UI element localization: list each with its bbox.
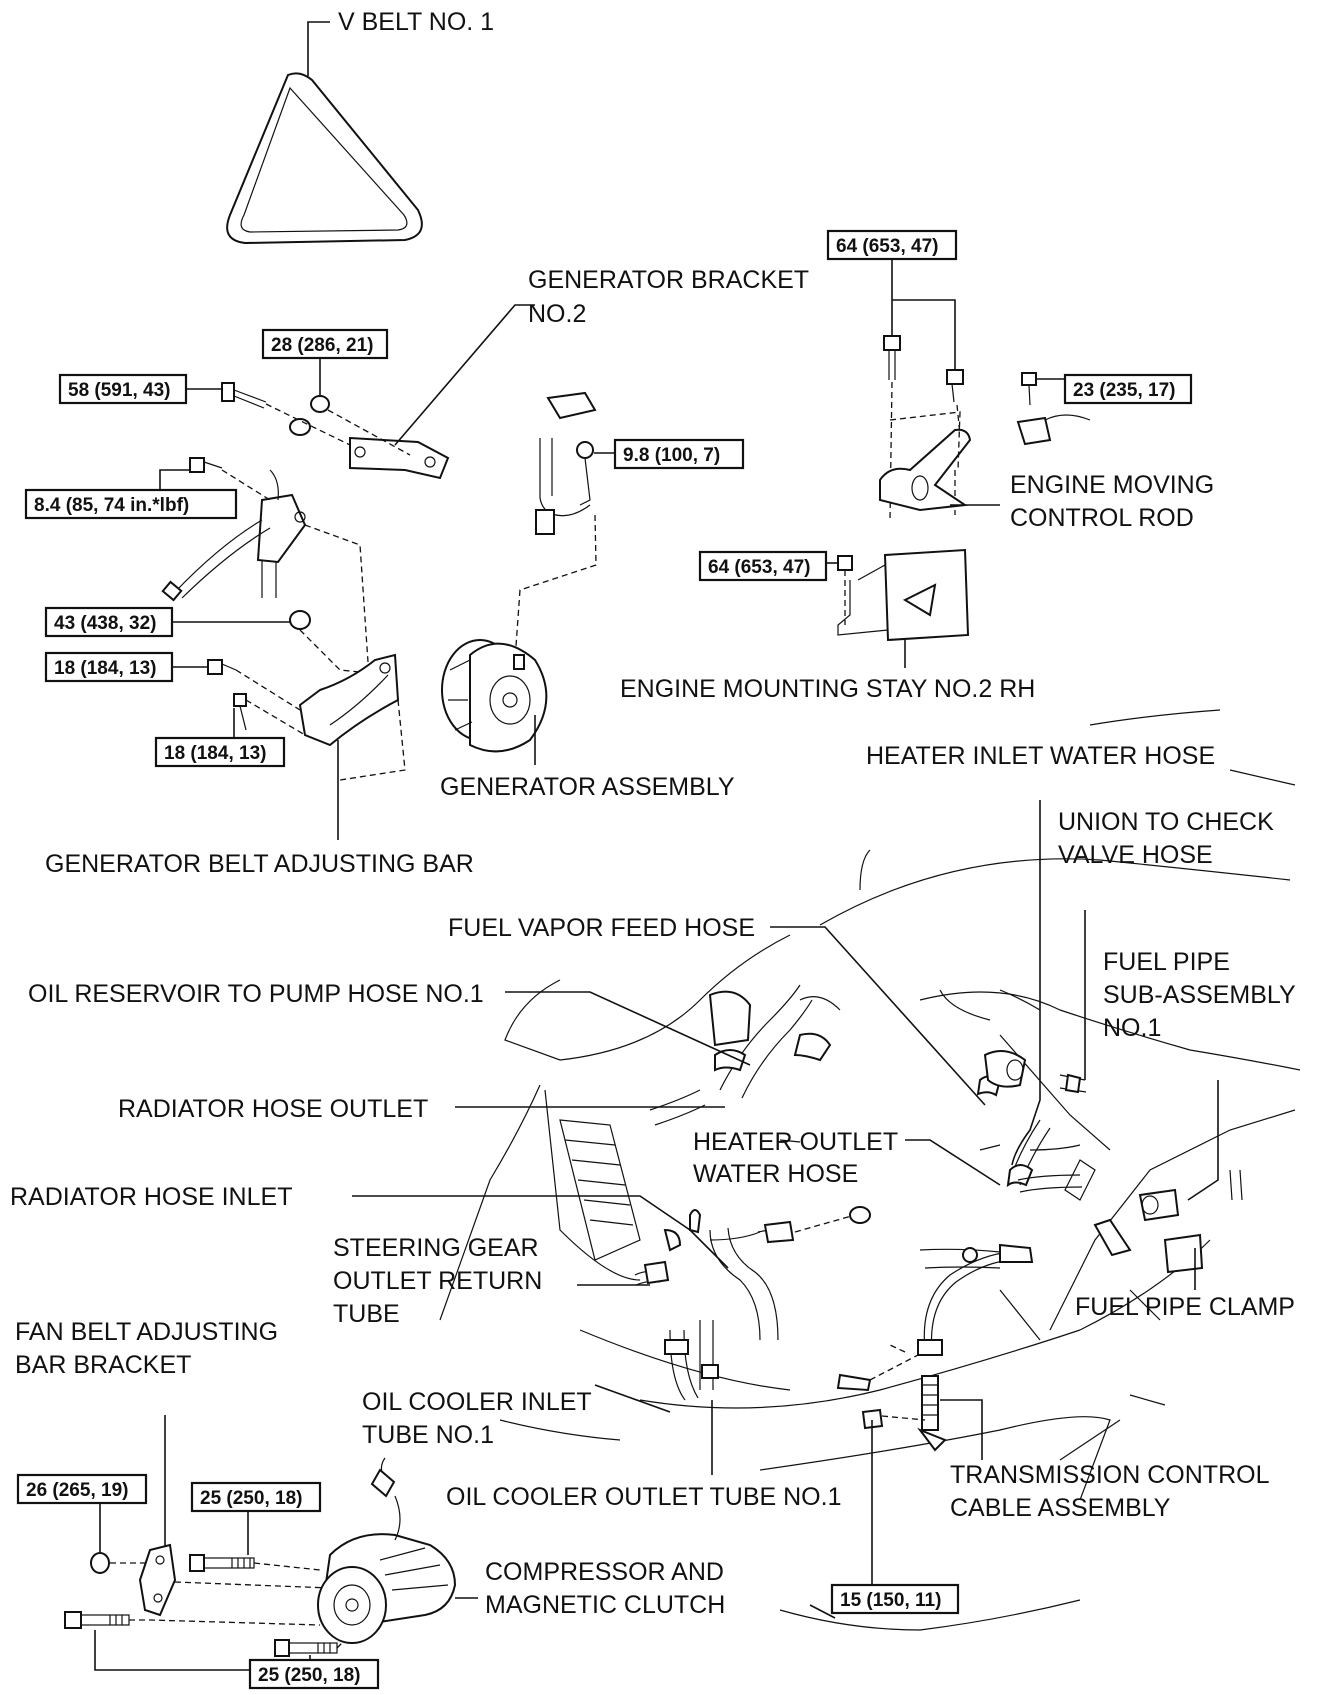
oil-reservoir-label: OIL RESERVOIR TO PUMP HOSE NO.1 — [28, 980, 484, 1008]
fan-bracket-part — [138, 1543, 177, 1617]
heater-outlet-label-line1: HEATER OUTLET — [693, 1128, 898, 1156]
generator-bracket-part — [349, 436, 450, 480]
trans-cable-label-line2: CABLE ASSEMBLY — [950, 1494, 1171, 1522]
steering-label-line3: TUBE — [333, 1300, 400, 1328]
generator-wiring-part — [535, 391, 597, 535]
steering-label-line1: STEERING GEAR — [333, 1234, 539, 1262]
fuel-pipe-label-line1: FUEL PIPE — [1103, 948, 1230, 976]
torque-box-18b — [154, 736, 286, 768]
torque-box-25b — [248, 1658, 380, 1690]
fuel-pipe-label-line2: SUB-ASSEMBLY — [1103, 981, 1296, 1009]
trans-cable-label-line1: TRANSMISSION CONTROL — [950, 1461, 1270, 1489]
union-check-label-line1: UNION TO CHECK — [1058, 808, 1274, 836]
torque-box-8-4 — [24, 488, 238, 520]
engine-stay-label: ENGINE MOUNTING STAY NO.2 RH — [620, 675, 1035, 703]
torque-box-18a — [44, 651, 174, 683]
bolt-23-part — [1016, 372, 1091, 446]
torque-8-4: 8.4 (85, 74 in.*lbf) — [34, 495, 189, 516]
bolt-25a-part — [189, 1554, 255, 1572]
compressor-part — [317, 1457, 457, 1644]
torque-box-25a — [190, 1481, 322, 1513]
fan-bracket-label-line1: FAN BELT ADJUSTING — [15, 1318, 278, 1346]
engine-control-rod-part — [879, 411, 972, 512]
bracket-dashes — [265, 403, 411, 456]
adjusting-bracket-part — [161, 469, 307, 602]
engine-rod-label-line2: CONTROL ROD — [1010, 504, 1194, 532]
torque-box-43 — [44, 606, 174, 638]
fuel-vapor-label: FUEL VAPOR FEED HOSE — [448, 914, 755, 942]
generator-bracket-label-line1: GENERATOR BRACKET — [528, 266, 809, 294]
oil-cooler-inlet-label-line2: TUBE NO.1 — [362, 1421, 494, 1449]
engine-rod-label-line1: ENGINE MOVING — [1010, 471, 1214, 499]
torque-box-28 — [261, 328, 389, 360]
belt-adjusting-bar-part — [298, 653, 400, 747]
bolt-18a-part — [207, 659, 237, 675]
v-belt-leader — [307, 21, 330, 76]
generator-belt-bar-label: GENERATOR BELT ADJUSTING BAR — [45, 850, 474, 878]
bolt-64a-part — [883, 335, 964, 403]
heater-outlet-label-line2: WATER HOSE — [693, 1160, 858, 1188]
torque-28: 28 (286, 21) — [271, 335, 373, 356]
generator-assembly-label: GENERATOR ASSEMBLY — [440, 773, 735, 801]
bolt-long-part — [64, 1611, 130, 1629]
fan-bracket-label-line2: BAR BRACKET — [15, 1351, 191, 1379]
radiator-outlet-label: RADIATOR HOSE OUTLET — [118, 1095, 428, 1123]
bolt-18b-part — [233, 693, 247, 731]
radiator-inlet-label: RADIATOR HOSE INLET — [10, 1183, 292, 1211]
fuel-clamp-label: FUEL PIPE CLAMP — [1075, 1293, 1295, 1321]
steering-label-line2: OUTLET RETURN — [333, 1267, 542, 1295]
torque-box-9-8 — [613, 438, 745, 470]
engine-bay-hoses — [634, 984, 1096, 1401]
torque-64a: 64 (653, 47) — [836, 236, 938, 257]
bolt-8-4-part — [189, 457, 223, 473]
bolt-58-part — [221, 382, 267, 409]
wiring-dashes — [514, 514, 597, 661]
torque-18a: 18 (184, 13) — [54, 658, 156, 679]
v-belt-label: V BELT NO. 1 — [338, 8, 494, 36]
transmission-cable-part — [836, 1243, 1034, 1452]
torque-box-15 — [830, 1583, 960, 1615]
torque-18b: 18 (184, 13) — [164, 743, 266, 764]
bar-dashes — [221, 469, 369, 663]
torque-box-64a — [826, 229, 958, 261]
heater-inlet-label: HEATER INLET WATER HOSE — [866, 742, 1215, 770]
washer-part — [289, 418, 311, 436]
engine-bay-leaders — [352, 800, 1219, 1619]
torque-25b: 25 (250, 18) — [258, 1665, 360, 1686]
torque-43: 43 (438, 32) — [54, 613, 156, 634]
torque-58: 58 (591, 43) — [68, 380, 170, 401]
v-belt-part — [226, 72, 423, 245]
generator-bracket-label-line2: NO.2 — [528, 300, 586, 328]
adj-bar-dashes — [235, 669, 406, 781]
generator-bracket-leader — [394, 304, 535, 446]
engine-stay-part — [837, 548, 970, 642]
oil-cooler-outlet-label: OIL COOLER OUTLET TUBE NO.1 — [446, 1483, 841, 1511]
torque-25a: 25 (250, 18) — [200, 1488, 302, 1509]
torque-box-64b — [698, 550, 828, 582]
torque-64a-leader — [891, 259, 956, 370]
torque-9-8: 9.8 (100, 7) — [623, 445, 720, 466]
compressor-label-line2: MAGNETIC CLUTCH — [485, 1591, 725, 1619]
oil-cooler-inlet-label-line1: OIL COOLER INLET — [362, 1388, 592, 1416]
engine-bay-outline — [439, 709, 1301, 1631]
compressor-label-line1: COMPRESSOR AND — [485, 1558, 724, 1586]
torque-box-23 — [1063, 373, 1193, 405]
bolt-15-part — [861, 1408, 926, 1430]
compressor-dashes — [110, 1562, 346, 1649]
torque-15: 15 (150, 11) — [840, 1590, 941, 1611]
fuel-pipe-label-line3: NO.1 — [1103, 1014, 1161, 1042]
nut-43-part — [289, 610, 311, 630]
generator-assembly-part — [441, 639, 548, 753]
union-check-label-line2: VALVE HOSE — [1058, 841, 1213, 869]
nut-26-part — [90, 1552, 110, 1574]
bolt-25b-part — [274, 1639, 338, 1657]
torque-box-26 — [16, 1473, 148, 1505]
torque-8-4-leader — [159, 469, 190, 490]
nut-28-part — [310, 395, 330, 413]
engine-bay-components — [708, 990, 1243, 1274]
torque-26: 26 (265, 19) — [26, 1480, 128, 1501]
torque-23: 23 (235, 17) — [1073, 380, 1175, 401]
torque-64b: 64 (653, 47) — [708, 557, 810, 578]
